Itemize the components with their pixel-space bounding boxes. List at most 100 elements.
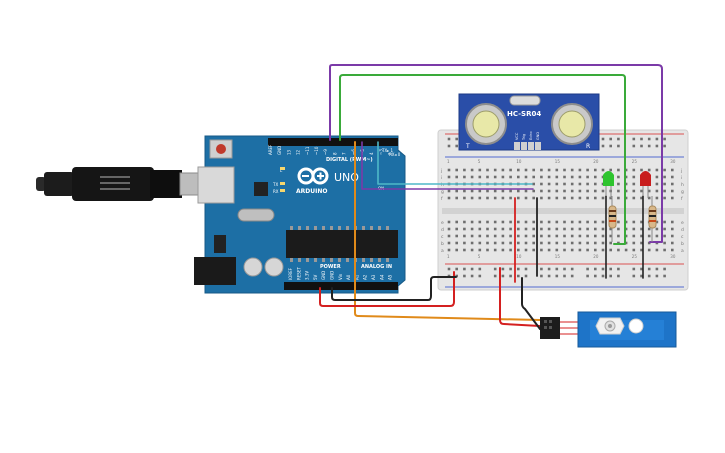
bottom-pin-label: A1 <box>354 274 359 280</box>
top-pin-label: 12 <box>296 149 301 155</box>
wire-teal-sensor[interactable] <box>377 141 533 185</box>
board-model: UNO <box>334 171 359 184</box>
top-pin-label: 13 <box>286 149 291 155</box>
bottom-pin-label: A0 <box>346 274 351 280</box>
column-number: 5 <box>478 159 481 164</box>
column-number: 10 <box>516 159 522 164</box>
column-number: 1 <box>447 159 450 164</box>
sensor-right-mark: R <box>586 143 590 150</box>
row-letter-right: i <box>681 175 682 181</box>
wire-orange-servo[interactable] <box>354 141 541 321</box>
row-letter-left: e <box>441 221 444 226</box>
bottom-pin-label: IOREF <box>288 267 293 280</box>
column-number: 25 <box>632 159 638 164</box>
servo-horn-icon <box>595 317 625 335</box>
wire-purple-sensor[interactable] <box>361 141 534 190</box>
led-tx-label: TX <box>272 182 278 187</box>
row-letter-left: f <box>441 196 443 202</box>
bottom-pin-label: GND <box>321 271 326 280</box>
servo-motor[interactable] <box>540 311 677 348</box>
top-pin-label: GND <box>277 146 282 155</box>
column-number: 30 <box>670 159 676 164</box>
row-letter-right: e <box>681 221 684 226</box>
column-number: 5 <box>478 254 481 259</box>
bottom-pin-label: A2 <box>363 274 368 280</box>
bottom-pin-label: 3.3V <box>305 271 310 280</box>
sensor-pin-label: Echo <box>529 132 533 141</box>
wire-black-servo[interactable] <box>521 277 541 330</box>
row-letter-right: g <box>681 190 684 195</box>
row-letter-left: h <box>441 182 444 188</box>
top-pin-label: 7 <box>342 152 347 155</box>
column-number: 10 <box>516 254 522 259</box>
row-letter-right: d <box>681 227 684 233</box>
sensor-name: HC-SR04 <box>507 110 541 118</box>
row-letter-left: a <box>441 249 444 254</box>
rx-label: RX◂ 0 <box>389 152 401 157</box>
bottom-pin-label: A5 <box>388 274 393 280</box>
column-number: 20 <box>593 254 599 259</box>
row-letter-right: b <box>681 241 684 247</box>
sensor-pin-label: Trig <box>522 134 526 141</box>
top-pin-label: 8 <box>332 152 337 155</box>
wire-purple-trig[interactable] <box>329 64 663 243</box>
row-letter-right: a <box>681 249 684 254</box>
row-letter-right: h <box>681 182 684 188</box>
wire-green-echo[interactable] <box>339 74 626 245</box>
arduino-logo-icon <box>297 167 329 185</box>
bottom-pin-label: RESET <box>296 267 301 280</box>
sensor-pin-label: VCC <box>515 132 519 140</box>
arduino-uno-board[interactable]: ARDUINO UNO DIGITAL (PWM~) TX▸ 1 RX◂ 0 L… <box>194 135 406 294</box>
row-letter-left: d <box>441 227 444 233</box>
led-red-body <box>640 171 651 186</box>
column-number: 15 <box>555 159 561 164</box>
top-pin-label: ~6 <box>351 149 356 155</box>
usb-cable[interactable] <box>36 167 209 201</box>
wire-red-5v[interactable] <box>319 271 455 307</box>
row-letter-left: i <box>441 175 442 181</box>
bottom-pin-label: A3 <box>371 274 376 280</box>
top-pin-label: ~9 <box>323 149 328 155</box>
top-pin-label: ~11 <box>305 146 310 155</box>
bottom-pin-label: 5V <box>313 274 318 280</box>
led-l-label: L <box>280 168 283 173</box>
row-letter-right: f <box>681 196 683 202</box>
bottom-pin-label: A4 <box>379 274 384 280</box>
resistor-red-led[interactable] <box>648 196 657 242</box>
top-pin-label: ~10 <box>314 146 319 155</box>
sensor-left-mark: T <box>465 143 470 150</box>
top-pin-label: AREF <box>268 144 273 155</box>
column-number: 1 <box>447 254 450 259</box>
wire-red-servo[interactable] <box>499 267 541 327</box>
row-letter-left: g <box>441 190 444 195</box>
row-letter-right: c <box>681 235 684 240</box>
row-letter-left: j <box>440 168 442 174</box>
power-label: POWER <box>320 264 341 270</box>
top-pin-label: ~3 <box>378 149 383 155</box>
bottom-pin-label: Vin <box>338 273 343 280</box>
wire-black-gnd[interactable] <box>331 276 457 301</box>
led-green[interactable] <box>603 171 614 198</box>
column-number: 30 <box>670 254 676 259</box>
analog-label: ANALOG IN <box>361 264 392 270</box>
led-red[interactable] <box>640 171 651 198</box>
bottom-pin-label: GND <box>330 271 335 280</box>
top-pin-label: 4 <box>369 152 374 155</box>
column-number: 15 <box>555 254 561 259</box>
row-letter-left: c <box>441 235 444 240</box>
digital-label: DIGITAL (PWM~) <box>326 157 373 163</box>
row-letter-left: b <box>441 241 444 247</box>
led-rx-label: RX <box>273 189 279 194</box>
sensor-pin-label: GND <box>536 132 540 140</box>
column-number: 20 <box>593 159 599 164</box>
resistor-green-led[interactable] <box>608 196 617 242</box>
led-green-body <box>603 171 614 186</box>
row-letter-right: j <box>680 168 682 174</box>
top-pin-label: 2 <box>388 152 393 155</box>
